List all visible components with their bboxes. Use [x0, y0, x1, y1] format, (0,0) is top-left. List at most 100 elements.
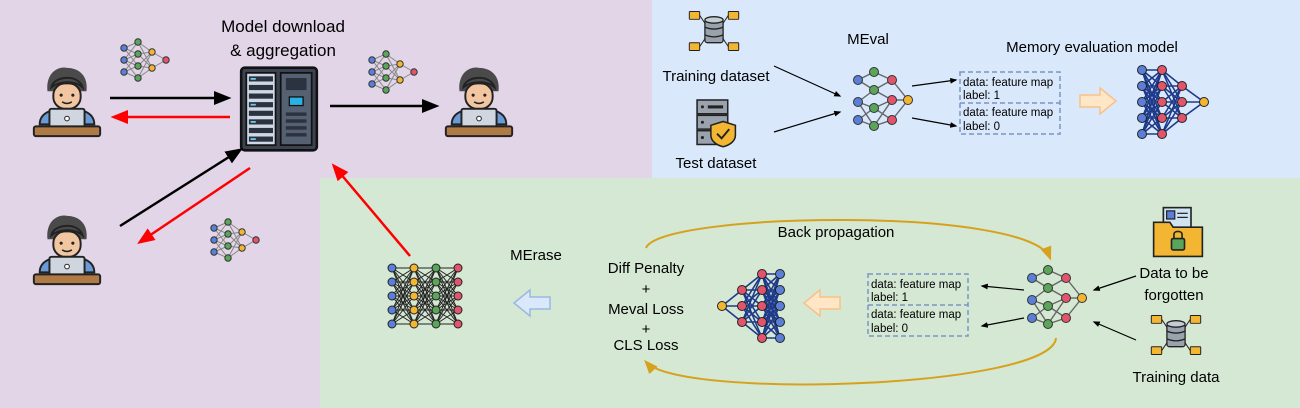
- loss-line3: CLS Loss: [613, 337, 678, 354]
- net-node: [1137, 97, 1147, 107]
- net-edge: [741, 289, 763, 323]
- net-node: [453, 277, 463, 287]
- net-node: [120, 44, 128, 52]
- net-node: [396, 76, 404, 84]
- loss-line1: Diff Penalty: [608, 260, 685, 277]
- meval-title: MEval: [847, 31, 889, 48]
- data-flow-arrow: [1092, 275, 1137, 291]
- net-node: [387, 263, 397, 273]
- feature-box-text: data: feature map: [963, 77, 1053, 89]
- net-edge: [227, 231, 243, 259]
- net-node: [853, 75, 863, 85]
- target-model-network: [1027, 265, 1087, 329]
- net-node: [453, 263, 463, 273]
- net-node: [869, 121, 879, 131]
- net-edge: [435, 267, 459, 311]
- backprop-arrow: [644, 337, 1057, 386]
- net-node: [453, 305, 463, 315]
- data-flow-arrow: [773, 110, 842, 133]
- net-node: [134, 74, 142, 82]
- net-node: [1137, 65, 1147, 75]
- feature-box-text: label: 0: [963, 121, 1000, 133]
- net-node: [382, 50, 390, 58]
- loss-plus: +: [642, 321, 651, 338]
- forget-data-label-line1: Data to be: [1139, 265, 1208, 282]
- net-node: [737, 317, 747, 327]
- net-node: [410, 68, 418, 76]
- net-edge: [435, 267, 459, 297]
- net-edge: [435, 295, 459, 325]
- net-node: [224, 218, 232, 226]
- unlearned-model-arrow: [331, 163, 411, 257]
- net-node: [396, 60, 404, 68]
- net-node: [1177, 113, 1187, 123]
- net-node: [453, 319, 463, 329]
- net-node: [387, 305, 397, 315]
- feature-box-text: label: 1: [871, 292, 908, 304]
- net-edge: [137, 51, 153, 79]
- net-node: [1061, 293, 1071, 303]
- net-edge: [1141, 69, 1163, 103]
- net-edge: [761, 289, 781, 339]
- net-node: [431, 263, 441, 273]
- net-node: [453, 291, 463, 301]
- net-edge: [391, 295, 415, 325]
- memory-model-label: Memory evaluation model: [1006, 39, 1178, 56]
- net-edge: [391, 267, 415, 325]
- net-edge: [413, 267, 437, 325]
- net-node: [431, 277, 441, 287]
- net-node: [1137, 113, 1147, 123]
- net-edge: [741, 305, 763, 339]
- net-edge: [213, 221, 229, 241]
- net-edge: [391, 267, 415, 297]
- data-flow-arrow: [773, 65, 842, 97]
- net-edge: [741, 289, 763, 339]
- net-node: [368, 68, 376, 76]
- net-edge: [1161, 85, 1183, 119]
- net-edge: [435, 267, 459, 325]
- net-edge: [391, 281, 415, 325]
- memory-evaluation-network: [1137, 65, 1209, 139]
- net-node: [210, 236, 218, 244]
- net-node: [757, 301, 767, 311]
- net-node: [382, 62, 390, 70]
- net-node: [887, 75, 897, 85]
- data-flow-arrow: [1092, 321, 1137, 341]
- net-node: [368, 56, 376, 64]
- net-node: [210, 248, 218, 256]
- net-node: [775, 333, 785, 343]
- feature-arrow: [911, 117, 958, 128]
- net-node: [409, 319, 419, 329]
- net-node: [387, 291, 397, 301]
- net-edge: [123, 53, 139, 73]
- net-edge: [873, 99, 893, 127]
- net-node: [238, 244, 246, 252]
- net-node: [775, 285, 785, 295]
- net-node: [252, 236, 260, 244]
- net-node: [853, 115, 863, 125]
- net-node: [382, 86, 390, 94]
- net-edge: [413, 267, 437, 297]
- net-node: [224, 242, 232, 250]
- net-node: [431, 291, 441, 301]
- net-node: [387, 319, 397, 329]
- backprop-arrow: [645, 219, 1052, 261]
- net-node: [431, 319, 441, 329]
- net-node: [853, 97, 863, 107]
- federated-title-line1: Model download: [221, 17, 345, 36]
- net-edge: [413, 281, 437, 325]
- net-node: [869, 67, 879, 77]
- net-node: [120, 68, 128, 76]
- memory-evaluation-network: [717, 269, 785, 343]
- merase-panel: [320, 178, 1300, 408]
- feature-box-text: data: feature map: [871, 309, 961, 321]
- net-node: [1027, 295, 1037, 305]
- test-dataset-label: Test dataset: [676, 155, 758, 172]
- net-node: [1137, 129, 1147, 139]
- net-node: [120, 56, 128, 64]
- net-node: [1157, 81, 1167, 91]
- net-node: [737, 285, 747, 295]
- net-edge: [413, 295, 437, 325]
- merase-title: MErase: [510, 247, 562, 264]
- net-node: [210, 224, 218, 232]
